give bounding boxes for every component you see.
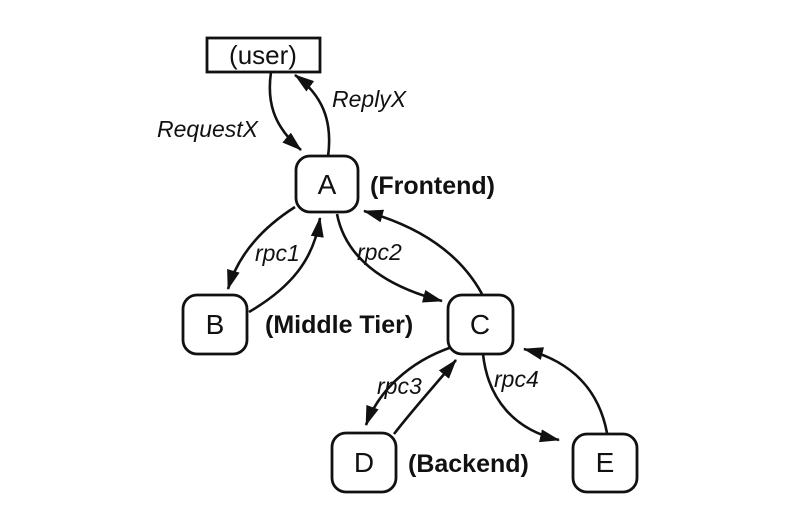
edge-label-rpc4: rpc4 [494,366,539,392]
edge-label-rpc3: rpc3 [377,373,422,399]
edge-c-to-d-rpc3 [364,345,453,426]
node-b-box [181,293,249,356]
tier-label-backend: (Backend) [408,450,529,478]
node-c: C [446,293,515,356]
node-a-label: A [318,169,337,200]
edge-label-request: RequestX [157,116,260,142]
edge-a-to-c-rpc2 [335,213,443,303]
tier-label-middle-tier: (Middle Tier) [265,311,413,339]
tier-labels: (Frontend) (Middle Tier) (Backend) [265,172,529,478]
node-e-box [571,432,639,494]
edge-label-reply: ReplyX [332,86,408,112]
edge-user-to-a-request [268,71,302,151]
edges [226,71,609,443]
node-c-box [446,293,515,356]
edge-b-to-a-rpc1 [248,217,324,314]
node-d: D [330,431,398,494]
node-c-label: C [470,309,490,340]
node-d-label: D [354,447,374,478]
edge-label-rpc1: rpc1 [255,240,300,266]
node-e-label: E [596,447,615,478]
edge-c-to-e-rpc4 [481,353,560,443]
edge-label-rpc2: rpc2 [357,239,402,265]
node-user-box [205,36,322,74]
node-b: B [181,293,249,356]
tier-label-frontend: (Frontend) [370,172,495,200]
edge-a-to-b-rpc1 [226,205,296,290]
node-a: A [294,154,360,214]
edge-c-to-a-rpc2 [363,209,484,295]
node-user: (user) [205,36,322,74]
node-e: E [571,432,639,494]
node-b-label: B [206,309,225,340]
node-d-box [330,431,398,494]
node-user-label: (user) [229,40,297,70]
node-a-box [294,154,360,214]
edge-e-to-c-rpc4 [523,347,609,434]
edge-d-to-c-rpc3 [392,359,458,435]
edge-a-to-user-reply [294,73,331,158]
edge-labels: RequestX ReplyX rpc1 rpc2 rpc3 rpc4 [157,86,539,399]
